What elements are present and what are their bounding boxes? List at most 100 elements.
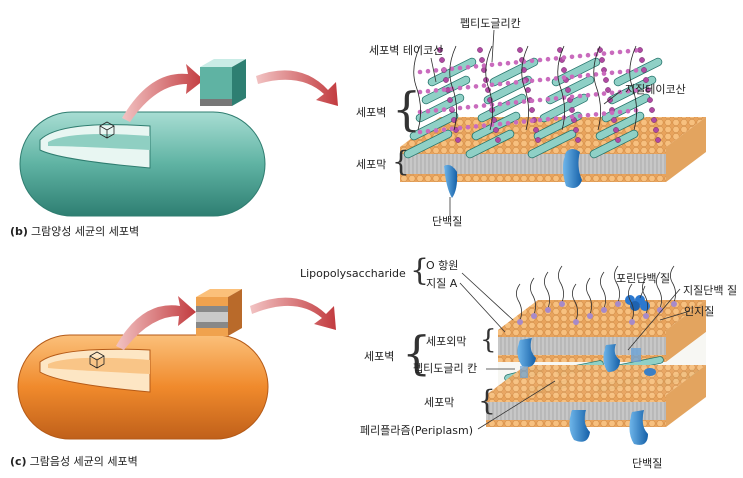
lipid-a-bead bbox=[643, 313, 649, 319]
teichoic-acid-bead bbox=[521, 99, 527, 104]
gram-positive-protein bbox=[444, 149, 582, 198]
teichoic-acid-bead bbox=[617, 109, 623, 115]
teichoic-acid-bead bbox=[625, 68, 631, 74]
teichoic-acid-bead bbox=[417, 89, 423, 95]
o-antigen-chain bbox=[572, 283, 578, 321]
teichoic-acid-bead bbox=[577, 93, 583, 99]
o-antigen-chain bbox=[656, 271, 662, 309]
teichoic-acid-bead bbox=[643, 77, 649, 83]
caption-letter-b: (b) bbox=[10, 225, 28, 238]
teichoic-acid-bead bbox=[573, 127, 579, 133]
teichoic-acid-bead bbox=[495, 137, 501, 143]
teichoic-acid-bead bbox=[425, 128, 431, 134]
teichoic-acid-bead bbox=[443, 77, 449, 83]
teichoic-acid-bead bbox=[601, 71, 607, 76]
teichoic-acid-bead bbox=[513, 80, 519, 85]
protein-label-c: 단백질 bbox=[632, 457, 663, 470]
teichoic-acid-bead bbox=[497, 101, 503, 107]
porin-label: 포린단백 질 bbox=[616, 272, 671, 285]
teichoic-acid-bead bbox=[491, 117, 497, 123]
teichoic-acid-bead bbox=[569, 74, 575, 80]
gram-positive-teichoic-acid bbox=[413, 45, 661, 143]
o-antigen-chain bbox=[544, 271, 550, 309]
cell-membrane-label-b: 세포막 bbox=[356, 158, 387, 171]
teichoic-acid-bead bbox=[569, 94, 575, 100]
teichoic-acid-bead bbox=[577, 73, 583, 79]
teichoic-acid-bead bbox=[561, 55, 567, 60]
teichoic-acid-bead bbox=[615, 137, 621, 143]
teichoic-acid-bead bbox=[457, 105, 463, 111]
teichoic-acid-bead bbox=[451, 117, 457, 123]
teichoic-acid-bead bbox=[585, 52, 591, 58]
cell-wall-brace-b: { bbox=[392, 82, 422, 136]
lipoteichoic-chain bbox=[593, 45, 601, 131]
teichoic-acid-bead bbox=[617, 49, 623, 55]
teichoic-acid-bead bbox=[641, 67, 647, 73]
teichoic-acid-bead bbox=[449, 126, 455, 132]
teichoic-acid-bead bbox=[497, 81, 503, 87]
o-antigen-chain bbox=[586, 277, 592, 315]
teichoic-acid-bead bbox=[425, 68, 431, 74]
teichoic-acid-bead bbox=[633, 68, 639, 73]
gram-negative-inner-membrane bbox=[486, 365, 706, 427]
caption-c: (c)그람음성 세균의 세포벽 bbox=[10, 455, 138, 468]
teichoic-acid-bead bbox=[457, 65, 463, 71]
teichoic-acid-bead bbox=[569, 54, 575, 60]
o-antigen-chain bbox=[558, 265, 564, 303]
peptidoglycan-label-b: 펩티도글리칸 bbox=[460, 17, 521, 30]
teichoic-acid-bead bbox=[497, 61, 503, 67]
teichoic-acid-bead bbox=[639, 57, 645, 63]
teichoic-acid-bead bbox=[609, 70, 615, 76]
teichoic-acid-bead bbox=[565, 87, 571, 93]
teichoic-acid-bead bbox=[537, 57, 543, 63]
wall-teichoic-acid-label: 세포벽 테이코산 bbox=[369, 44, 444, 57]
cell-wall-label-c: 세포벽 bbox=[364, 350, 395, 363]
teichoic-acid-bead bbox=[473, 104, 479, 109]
teichoic-acid-bead bbox=[553, 96, 559, 101]
protein-label-b: 단백질 bbox=[432, 215, 463, 228]
teichoic-acid-bead bbox=[479, 57, 485, 63]
curved-arrow-icon bbox=[122, 64, 204, 122]
teichoic-acid-bead bbox=[449, 106, 455, 112]
teichoic-acid-bead bbox=[457, 125, 463, 131]
teichoic-acid-bead bbox=[553, 76, 559, 81]
teichoic-acid-bead bbox=[569, 114, 575, 120]
lps-chains bbox=[516, 265, 677, 325]
teichoic-acid-bead bbox=[553, 56, 559, 61]
teichoic-acid-bead bbox=[477, 47, 483, 53]
teichoic-acid-bead bbox=[605, 87, 611, 93]
teichoic-acid-bead bbox=[441, 127, 447, 132]
teichoic-acid-bead bbox=[505, 60, 511, 66]
teichoic-acid-bead bbox=[561, 67, 567, 73]
o-antigen-chain bbox=[614, 265, 620, 303]
lipid-a-bead bbox=[517, 319, 523, 325]
teichoic-acid-bead bbox=[473, 124, 479, 129]
o-antigen-chain bbox=[530, 277, 536, 315]
teichoic-acid-bead bbox=[601, 51, 607, 56]
o-antigen-chain bbox=[670, 265, 676, 303]
teichoic-acid-bead bbox=[433, 88, 439, 93]
teichoic-acid-bead bbox=[593, 72, 599, 77]
caption-letter-c: (c) bbox=[10, 455, 27, 468]
teichoic-acid-bead bbox=[529, 78, 535, 84]
teichoic-acid-bead bbox=[425, 88, 431, 94]
teichoic-acid-bead bbox=[529, 107, 535, 113]
pointer-lines bbox=[430, 29, 691, 430]
teichoic-acid-bead bbox=[447, 97, 453, 103]
peptidoglycan-label-c: 펩티도글리 칸 bbox=[413, 362, 478, 375]
teichoic-acid-bead bbox=[513, 60, 519, 65]
teichoic-acid-bead bbox=[481, 103, 487, 108]
teichoic-acid-bead bbox=[521, 119, 527, 124]
teichoic-acid-bead bbox=[603, 77, 609, 83]
teichoic-acid-bead bbox=[537, 97, 543, 103]
teichoic-acid-bead bbox=[505, 100, 511, 106]
teichoic-acid-bead bbox=[625, 108, 631, 114]
teichoic-acid-bead bbox=[465, 84, 471, 90]
teichoic-acid-bead bbox=[441, 107, 447, 112]
teichoic-acid-bead bbox=[545, 96, 551, 102]
teichoic-acid-bead bbox=[513, 100, 519, 105]
lipid-a-bead bbox=[559, 301, 565, 307]
teichoic-acid-bead bbox=[545, 76, 551, 82]
gram-positive-cube bbox=[200, 59, 246, 106]
